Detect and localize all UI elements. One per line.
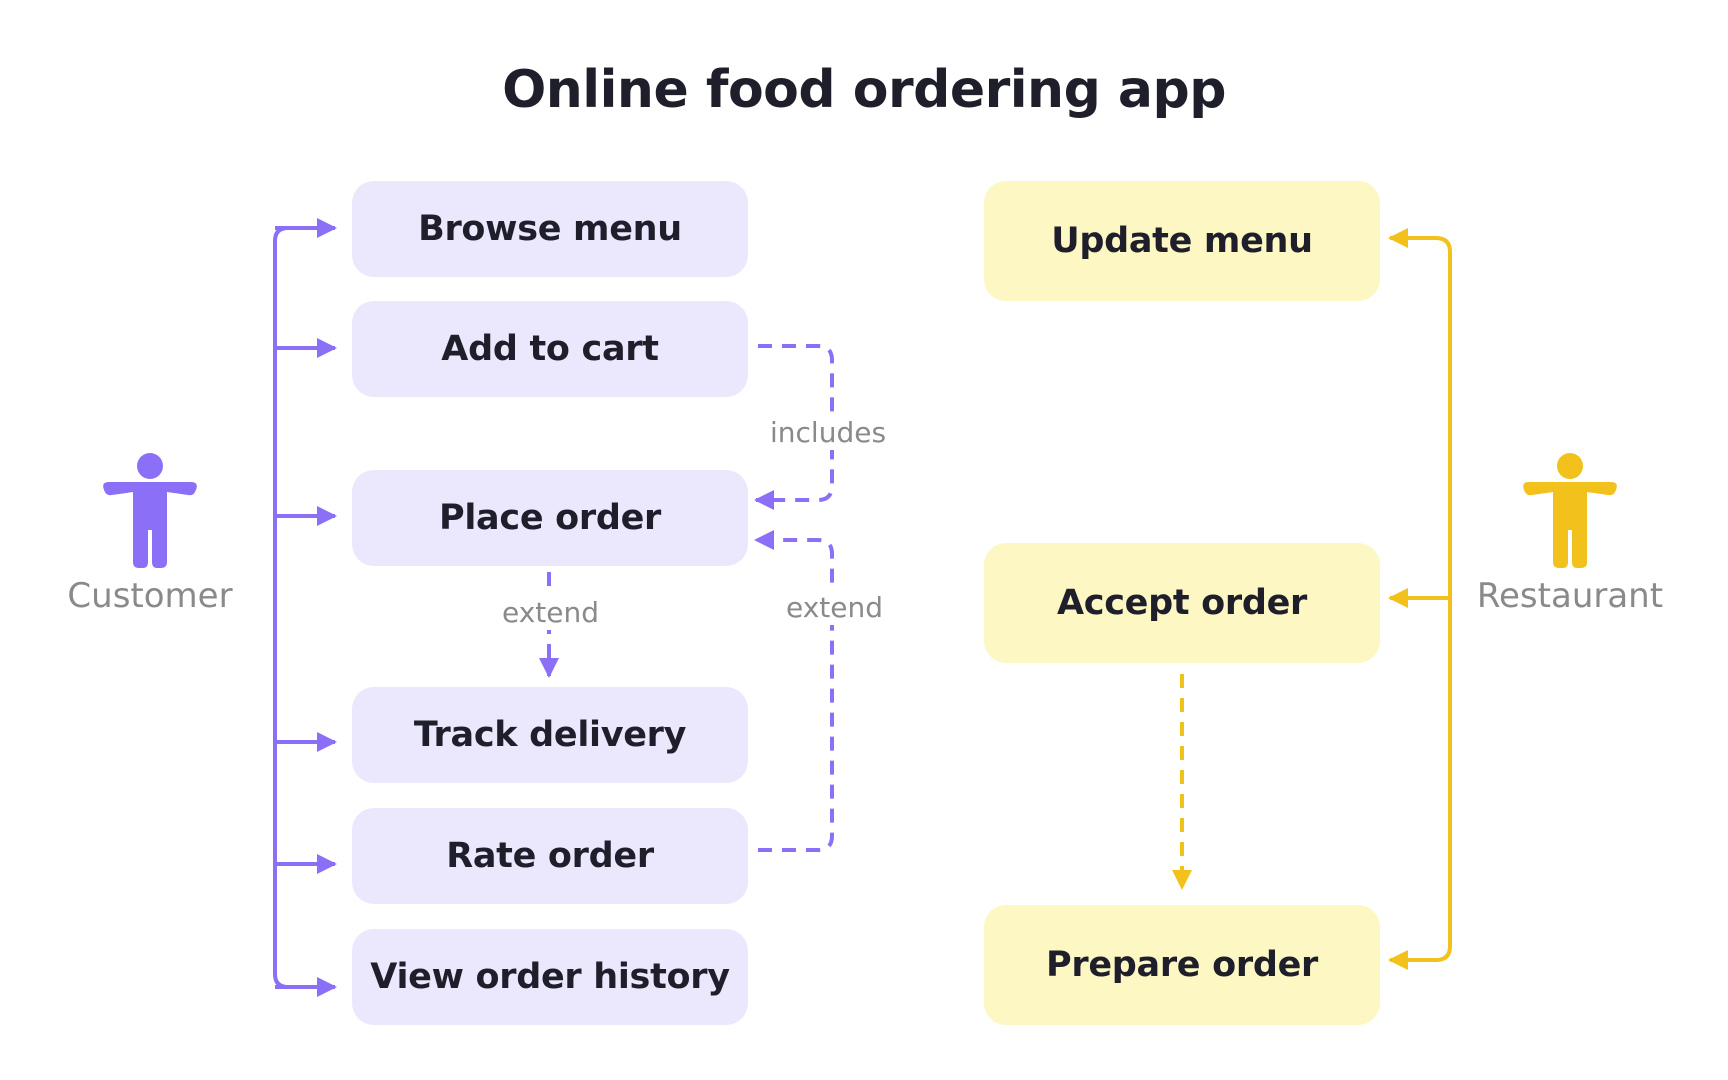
use-case-prepare-order: Prepare order — [984, 905, 1380, 1025]
use-case-view-order-history: View order history — [352, 929, 748, 1025]
restaurant-arrows — [1388, 228, 1450, 970]
customer-arrows — [275, 218, 337, 997]
restaurant-actor-label: Restaurant — [1476, 576, 1664, 616]
customer-person-icon — [103, 453, 197, 568]
includes-label: includes — [766, 416, 891, 450]
extend-label-track: extend — [498, 596, 604, 630]
restaurant-person-icon — [1523, 453, 1617, 568]
use-case-accept-order: Accept order — [984, 543, 1380, 663]
use-case-place-order: Place order — [352, 470, 748, 566]
customer-actor-label: Customer — [67, 576, 233, 616]
use-case-update-menu: Update menu — [984, 181, 1380, 301]
diagram-title: Online food ordering app — [502, 60, 1226, 120]
use-case-add-to-cart: Add to cart — [352, 301, 748, 397]
extend-label-rate: extend — [782, 591, 888, 625]
use-case-browse-menu: Browse menu — [352, 181, 748, 277]
use-case-track-delivery: Track delivery — [352, 687, 748, 783]
customer-bracket-line — [273, 226, 292, 989]
extend-connector-rate — [754, 530, 834, 852]
use-case-rate-order: Rate order — [352, 808, 748, 904]
